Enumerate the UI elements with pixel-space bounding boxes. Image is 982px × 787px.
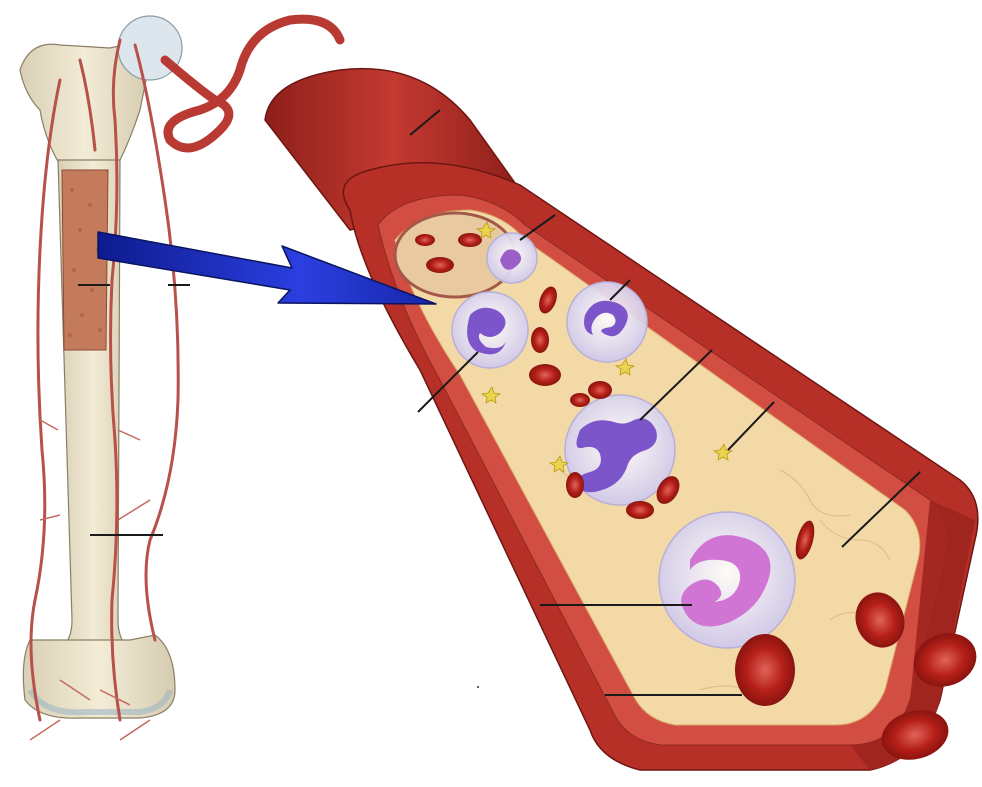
cell-monocyte xyxy=(659,512,795,648)
cell-neutrophil-left xyxy=(452,292,528,368)
marrow-cavity xyxy=(62,170,108,350)
cell-band-neutrophil-small xyxy=(487,233,537,283)
cell-neutrophil-upper-right xyxy=(567,282,647,362)
stray-dot xyxy=(477,686,479,688)
